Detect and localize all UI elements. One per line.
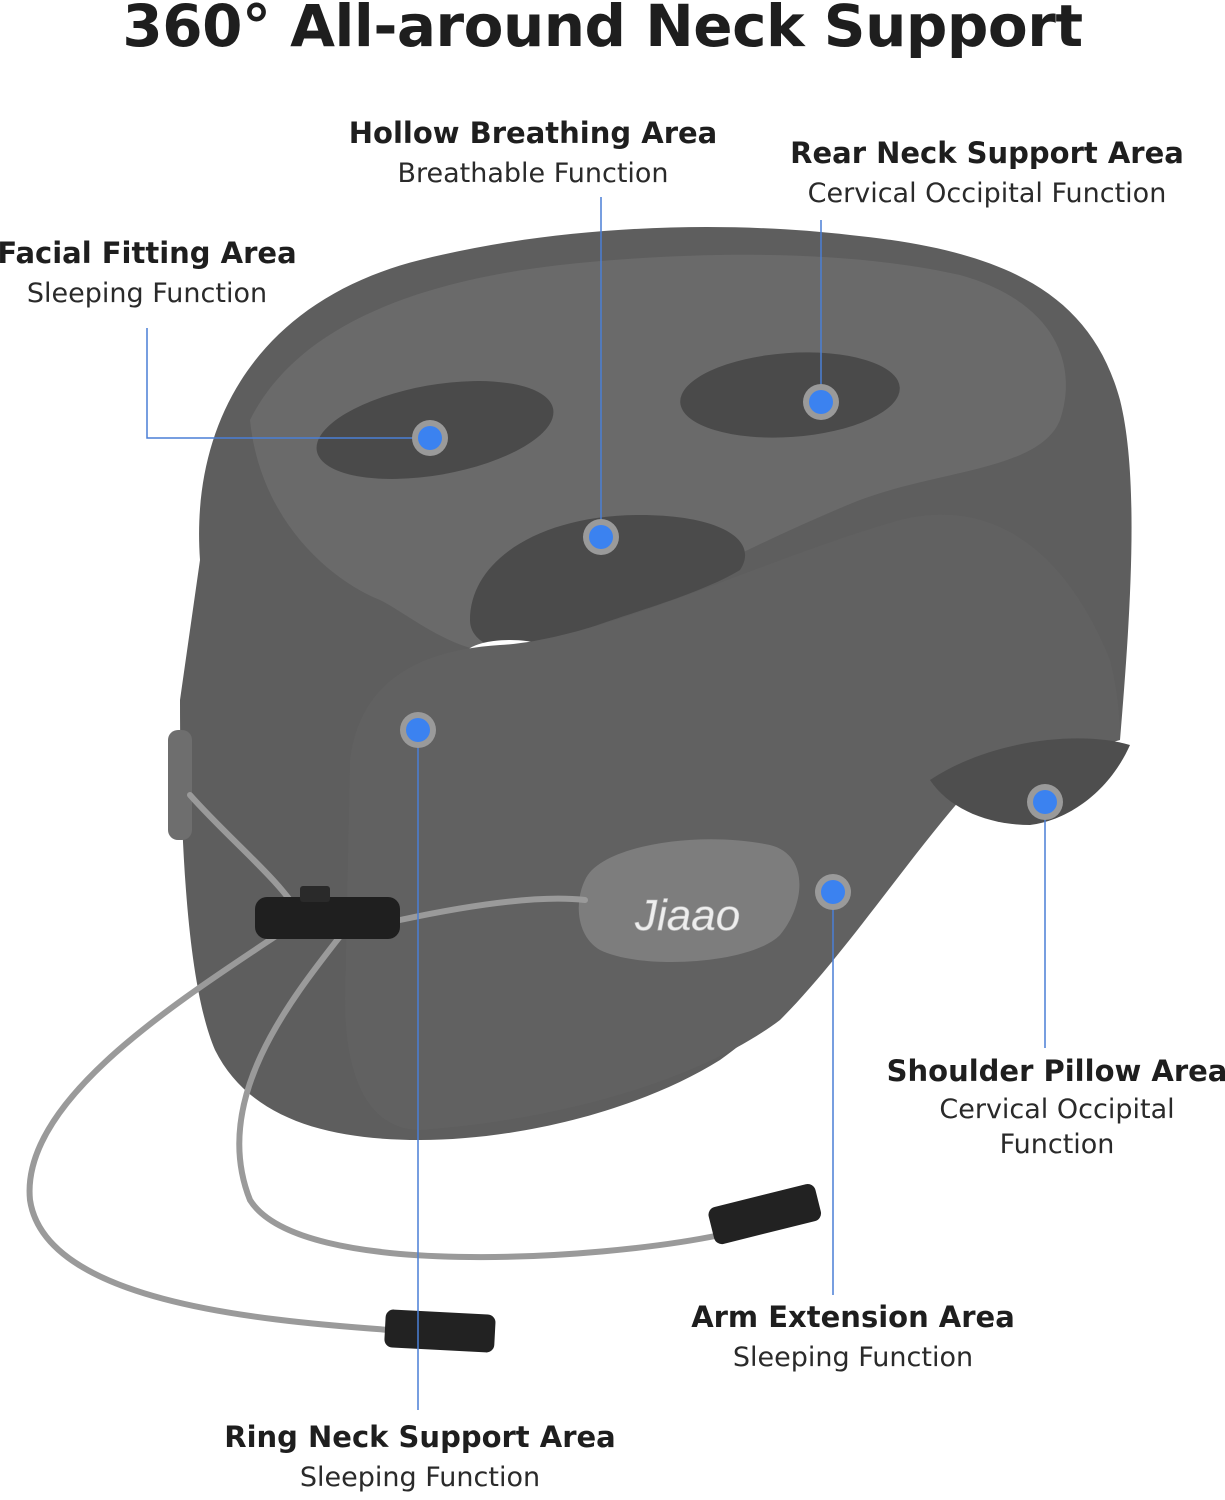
callout-ring-neck: Ring Neck Support Area Sleeping Function [200, 1416, 640, 1498]
brand-logo: Jiaao [634, 891, 740, 940]
callout-sub: Sleeping Function [732, 1342, 974, 1373]
callout-heading: Shoulder Pillow Area [886, 1054, 1225, 1088]
pillow-front-arm [345, 514, 1120, 1130]
callout-sub: Sleeping Function [299, 1462, 541, 1493]
callout-heading: Rear Neck Support Area [790, 136, 1184, 170]
callout-sub-line2: Function [999, 1129, 1115, 1160]
callout-lines [146, 197, 1046, 1410]
callout-facial-fitting: Facial Fitting Area Sleeping Function [0, 232, 297, 314]
callout-heading: Facial Fitting Area [0, 236, 297, 270]
callout-sub: Sleeping Function [26, 278, 268, 309]
callout-sub: Cervical Occipital Function [807, 178, 1167, 209]
dot-shoulder-pillow [1027, 784, 1063, 820]
callout-heading: Hollow Breathing Area [348, 116, 718, 150]
dot-arm-extension [815, 874, 851, 910]
page-title: 360° All-around Neck Support [122, 0, 1083, 60]
callout-hollow-breathing: Hollow Breathing Area Breathable Functio… [333, 112, 733, 194]
callout-arm-extension: Arm Extension Area Sleeping Function [653, 1296, 1053, 1378]
dot-ring-neck [400, 712, 436, 748]
dot-rear-neck [803, 384, 839, 420]
neck-hole [470, 515, 746, 651]
dot-facial-fitting [412, 420, 448, 456]
callout-sub: Cervical Occipital [939, 1094, 1175, 1125]
callout-shoulder-pillow: Shoulder Pillow Area Cervical Occipital … [877, 1050, 1225, 1162]
callout-heading: Arm Extension Area [691, 1300, 1015, 1334]
dot-hollow-breathing [583, 519, 619, 555]
pillow-top-surface [250, 254, 1066, 654]
callout-dots [400, 384, 1063, 910]
logo-patch [578, 839, 800, 962]
callout-heading: Ring Neck Support Area [224, 1420, 616, 1454]
cord-lock-toggle [255, 886, 400, 939]
hollow-right [680, 352, 900, 438]
shoulder-pillow-bottom [930, 738, 1130, 825]
callout-sub: Breathable Function [397, 158, 669, 189]
cord-end-caps [384, 1183, 822, 1353]
callout-rear-neck: Rear Neck Support Area Cervical Occipita… [767, 132, 1207, 214]
